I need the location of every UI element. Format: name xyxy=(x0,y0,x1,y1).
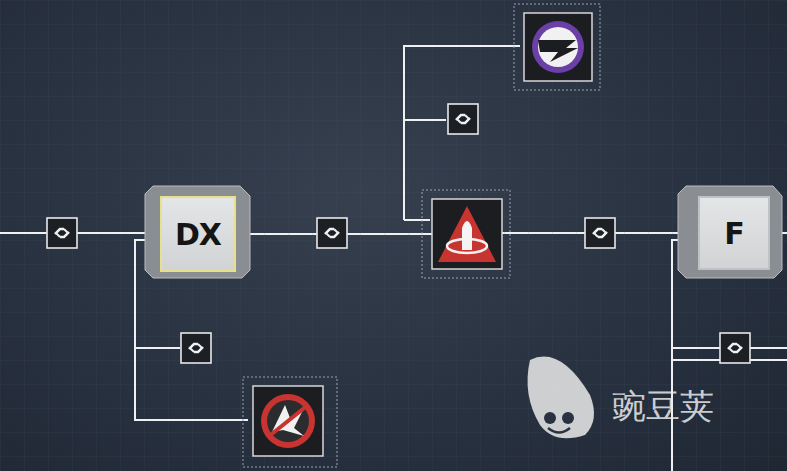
skill-icon-top xyxy=(514,4,600,90)
watermark-text: 豌豆荚 xyxy=(612,384,714,430)
node-frames xyxy=(145,186,782,278)
skill-icon-bottom xyxy=(243,377,337,467)
watermark-logo xyxy=(528,357,594,439)
link-icons xyxy=(47,104,750,363)
node-letter: F xyxy=(724,216,744,251)
node-letter: DX xyxy=(175,217,221,252)
skill-icon-center xyxy=(422,190,510,278)
wires xyxy=(0,46,787,471)
skill-node-box: DX xyxy=(160,196,236,272)
skill-node-box: F xyxy=(698,196,770,270)
